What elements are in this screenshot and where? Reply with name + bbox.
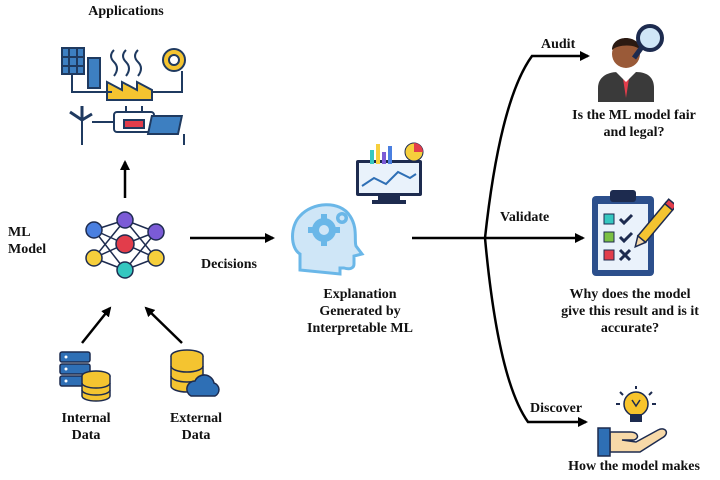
cloud-database-icon [170, 349, 220, 397]
smart-grid-title: Smart Grid Applications [88, 0, 164, 19]
ml-model-label: ML Model [8, 225, 47, 257]
brain-gear-head-icon [291, 203, 365, 276]
audit-label: Audit [541, 37, 576, 52]
validate-label: Validate [500, 210, 550, 225]
validate-question: Why does the model give this result and … [561, 287, 699, 336]
decisions-label: Decisions [201, 257, 257, 272]
external-data-label: External Data [169, 411, 223, 443]
hand-lightbulb-icon [597, 386, 668, 457]
internal-data-label: Internal Data [61, 411, 111, 443]
neural-network-icon [85, 211, 165, 279]
discover-label: Discover [530, 401, 583, 416]
auditor-magnifier-icon [598, 24, 664, 102]
monitor-chart-icon [356, 142, 424, 204]
arrow-external-to-model [144, 306, 183, 344]
arrow-discover [483, 237, 588, 427]
discover-text: How the model makes [568, 459, 700, 474]
audit-question: Is the ML model fair and legal? [572, 108, 696, 140]
checklist-pencil-icon [592, 190, 674, 276]
server-database-icon [59, 351, 111, 402]
arrow-internal-to-model [81, 306, 112, 344]
arrow-audit [483, 51, 590, 239]
explanation-label: Explanation Generated by Interpretable M… [307, 287, 413, 336]
smart-grid-icon [61, 47, 186, 145]
